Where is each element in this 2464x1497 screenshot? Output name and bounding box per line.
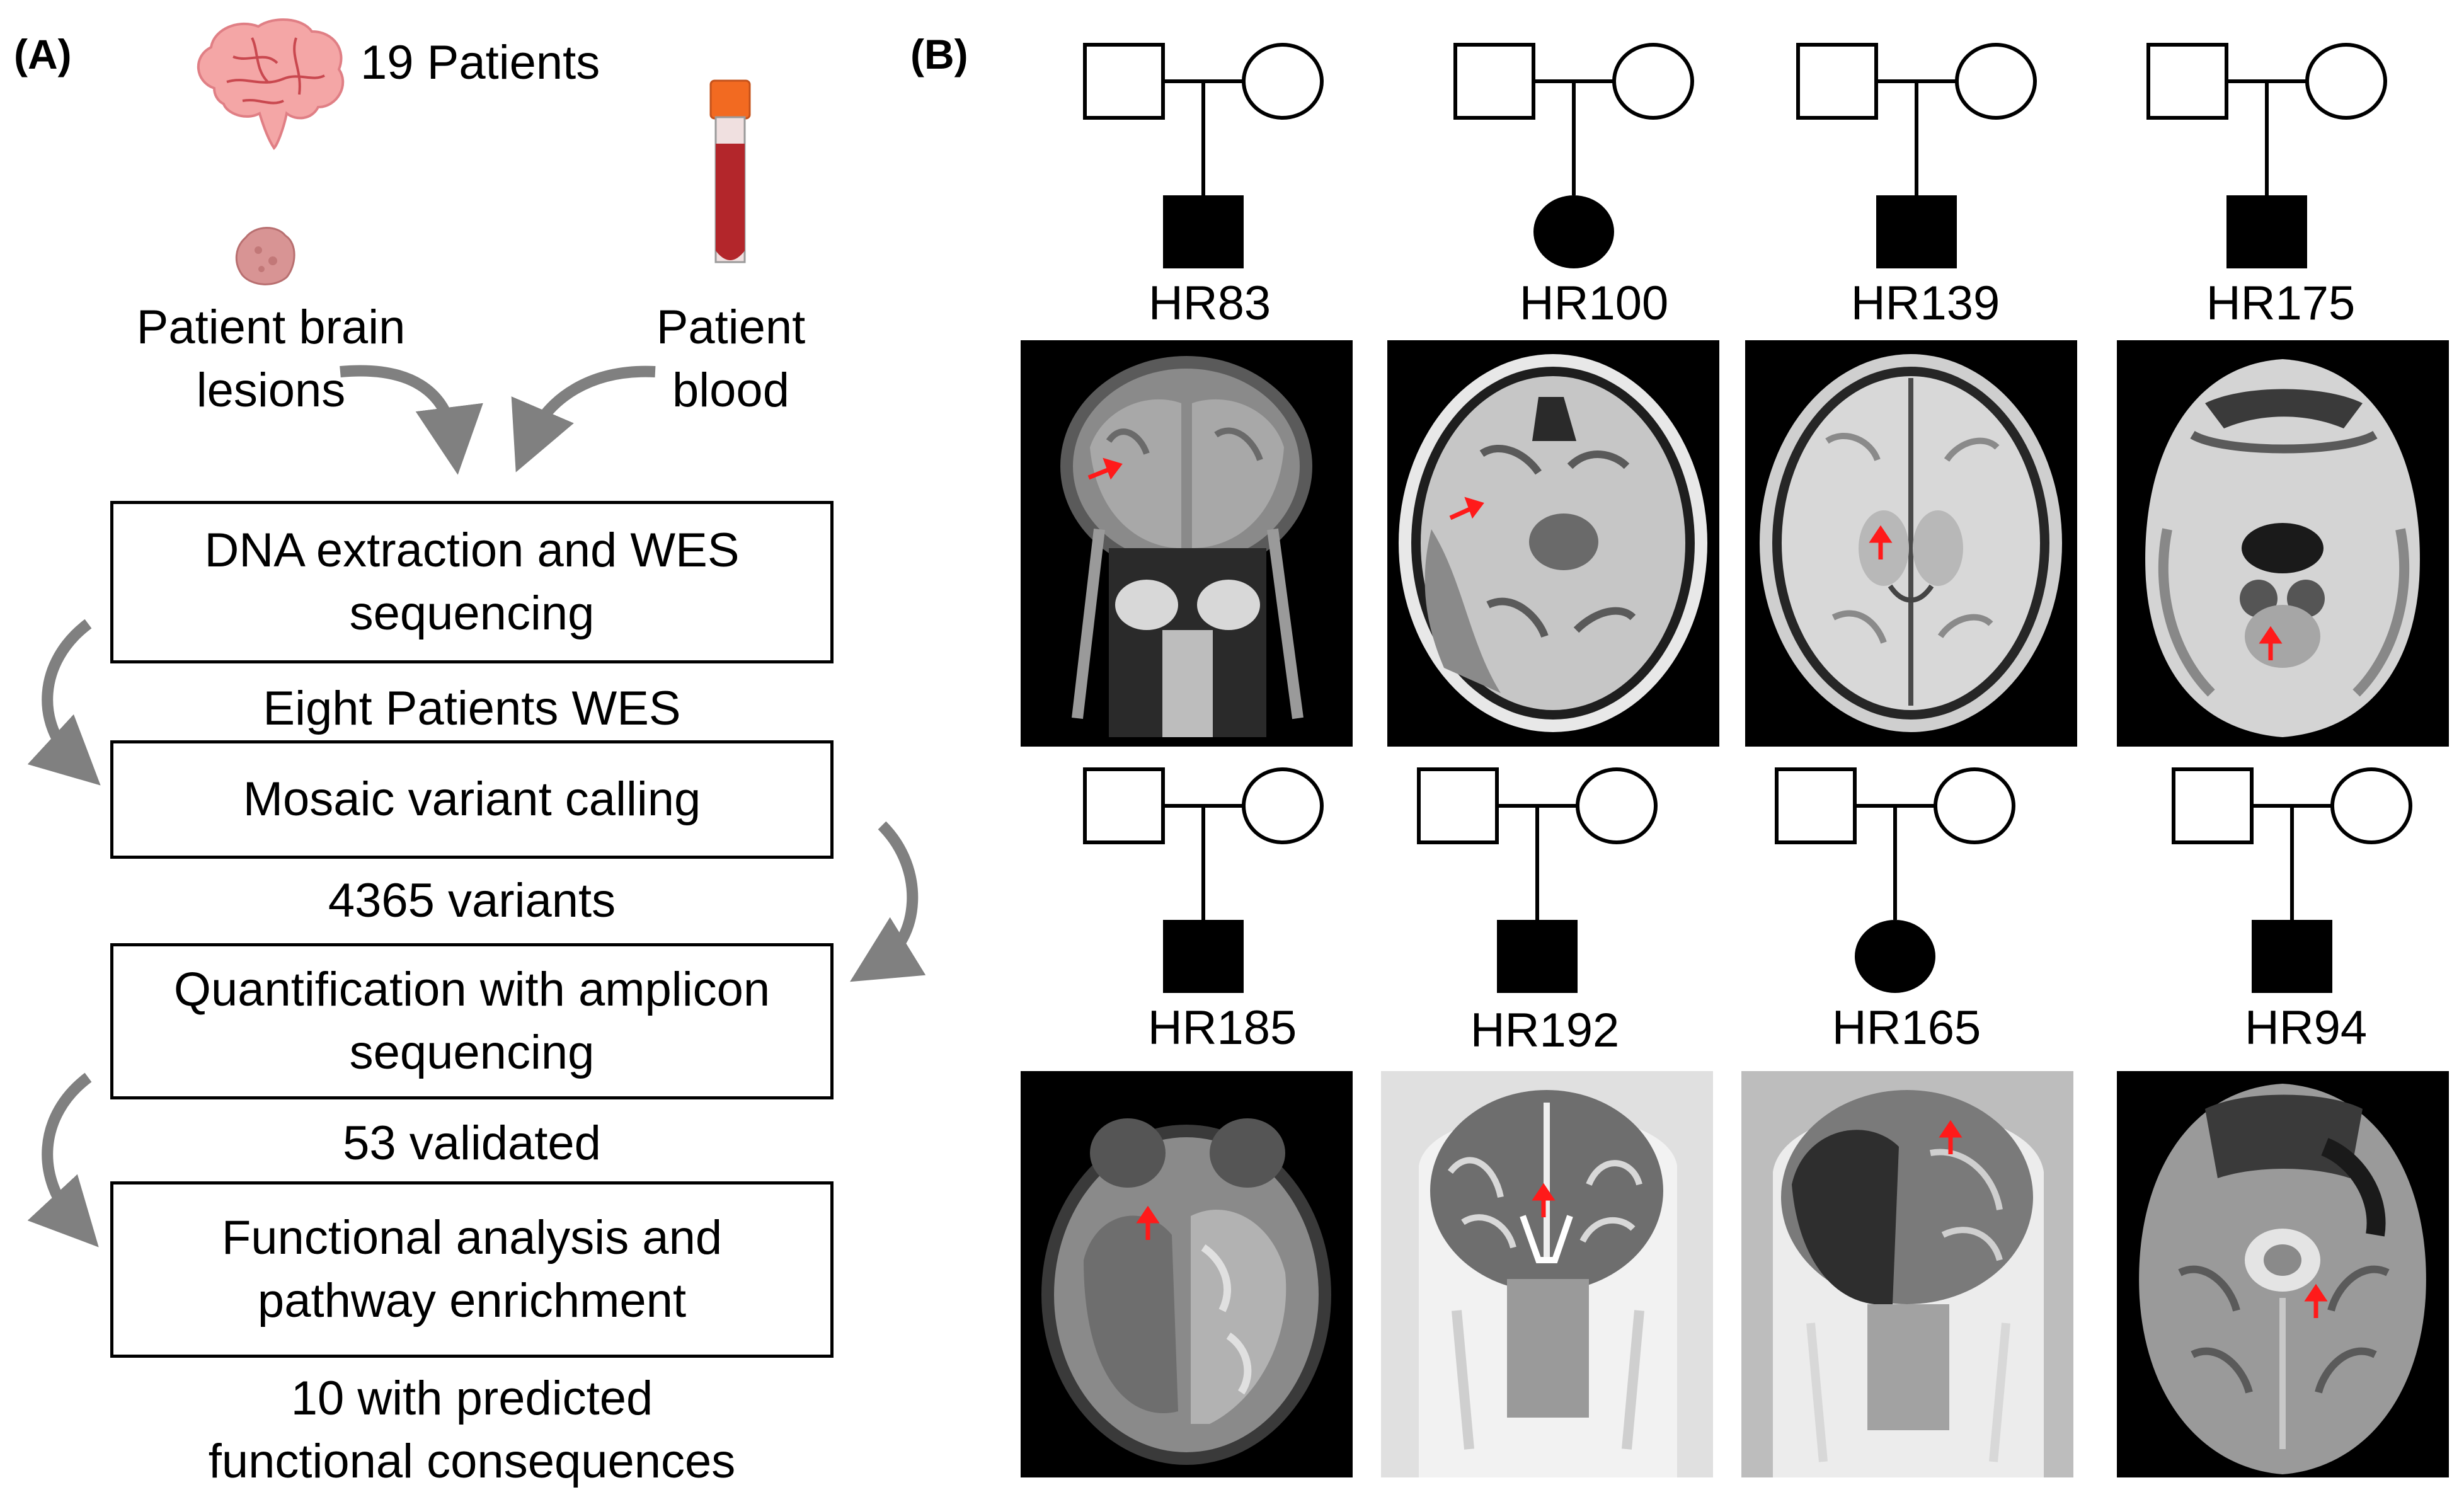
blood-label: Patient blood bbox=[656, 301, 806, 417]
result-validated: 53 validated bbox=[343, 1116, 601, 1170]
pedigree-hr175 bbox=[2146, 43, 2387, 268]
arrow-left-1 bbox=[27, 619, 101, 786]
mri-hr139 bbox=[1745, 340, 2077, 747]
blood-tube-icon bbox=[709, 79, 751, 263]
arrow-right-1 bbox=[850, 821, 926, 982]
arrow-blood bbox=[511, 365, 656, 473]
step-functional: Functional analysis and pathway enrichme… bbox=[110, 1181, 834, 1358]
lesion-arrow-hr165 bbox=[1939, 1120, 1963, 1154]
pedigree-label-hr139: HR139 bbox=[1850, 277, 2000, 330]
arrow-left-2 bbox=[27, 1072, 99, 1248]
mri-hr185 bbox=[1021, 1071, 1353, 1477]
pedigree-hr100 bbox=[1453, 43, 1694, 268]
pedigree-label-hr94: HR94 bbox=[2244, 1001, 2368, 1055]
step-mosaic-calling: Mosaic variant calling bbox=[110, 740, 834, 859]
mri-hr175 bbox=[2117, 340, 2449, 747]
pedigree-label-hr192: HR192 bbox=[1470, 1004, 1620, 1057]
pedigree-label-hr185: HR185 bbox=[1147, 1001, 1297, 1055]
pedigree-label-hr165: HR165 bbox=[1831, 1001, 1981, 1055]
patients-count: 19 Patients bbox=[360, 36, 600, 89]
lesion-arrow-hr185 bbox=[1136, 1205, 1160, 1240]
pedigree-label-hr175: HR175 bbox=[2206, 277, 2356, 330]
lesion-icon bbox=[235, 227, 295, 285]
result-eight-patients: Eight Patients WES bbox=[263, 682, 681, 735]
pedigree-label-hr100: HR100 bbox=[1519, 277, 1669, 330]
lesion-arrow-hr139 bbox=[1869, 525, 1893, 559]
pedigree-hr83 bbox=[1083, 43, 1324, 268]
flow-arrows bbox=[27, 365, 926, 1248]
result-variants: 4365 variants bbox=[328, 874, 616, 927]
mri-hr165 bbox=[1741, 1071, 2073, 1477]
result-functional: 10 with predicted functional consequence… bbox=[208, 1372, 736, 1488]
mri-hr83 bbox=[1021, 340, 1353, 747]
mri-hr94 bbox=[2117, 1071, 2449, 1477]
pedigree-hr139 bbox=[1796, 43, 2037, 268]
brain-icon bbox=[197, 18, 345, 151]
lesion-arrow-hr175 bbox=[2259, 626, 2283, 660]
arrow-lesions bbox=[340, 365, 483, 475]
panel-a-label: (A) bbox=[14, 31, 72, 77]
panel-b-label: (B) bbox=[910, 31, 968, 77]
brain-lesions-label: Patient brain lesions bbox=[136, 301, 406, 417]
pedigree-label-hr83: HR83 bbox=[1148, 277, 1271, 330]
lesion-arrow-hr192 bbox=[1532, 1183, 1556, 1217]
mri-hr192 bbox=[1381, 1071, 1713, 1477]
step-amplicon: Quantification with amplicon sequencing bbox=[110, 943, 834, 1099]
lesion-arrow-hr94 bbox=[2304, 1283, 2328, 1318]
pedigree-hr165 bbox=[1775, 767, 2015, 993]
pedigree-hr94 bbox=[2172, 767, 2412, 993]
pedigree-hr185 bbox=[1083, 767, 1324, 993]
lesion-arrow-hr83 bbox=[1087, 457, 1123, 480]
pedigree-hr192 bbox=[1417, 767, 1658, 993]
lesion-arrow-hr100 bbox=[1449, 496, 1484, 520]
mri-hr100 bbox=[1387, 340, 1719, 747]
step-dna-extraction: DNA extraction and WES sequencing bbox=[110, 501, 834, 663]
